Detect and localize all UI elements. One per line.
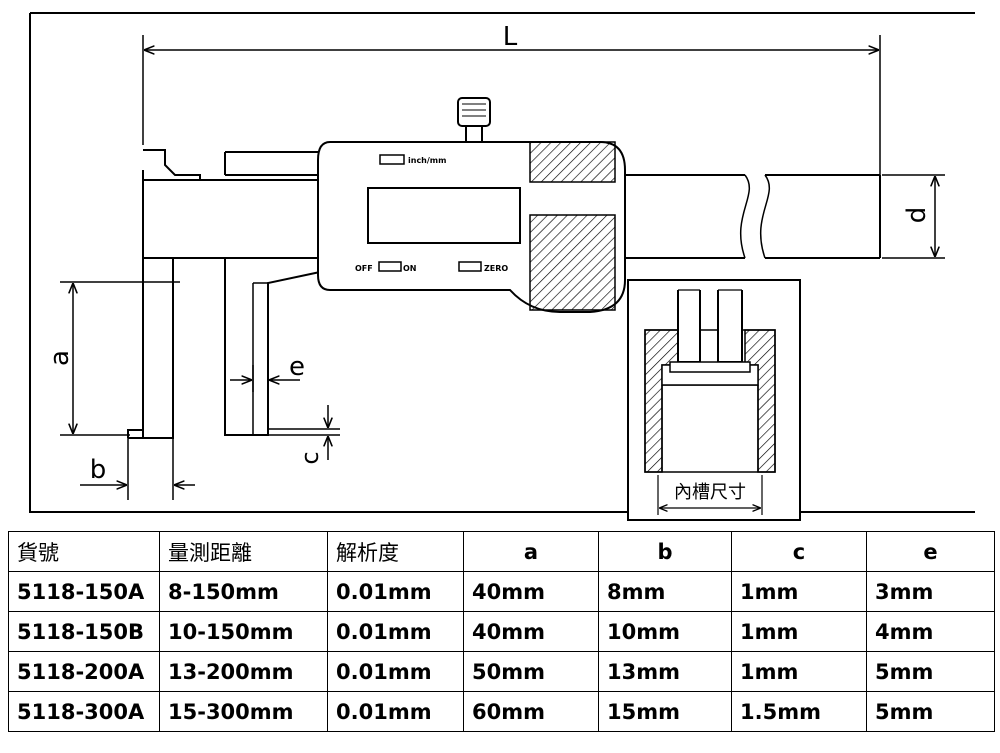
header-e: e: [866, 531, 995, 572]
cell-range: 15-300mm: [159, 691, 328, 732]
header-a: a: [463, 531, 599, 572]
cell-c: 1mm: [731, 651, 867, 692]
label-L: L: [503, 22, 518, 52]
cell-resolution: 0.01mm: [327, 691, 464, 732]
lcd-display: [367, 187, 521, 244]
label-d: d: [902, 207, 932, 224]
spec-table: 貨號 量測距離 解析度 a b c e 5118-150A 8-150mm 0.…: [8, 531, 995, 732]
sliding-jaw: [224, 151, 321, 436]
dimension-L: L: [142, 22, 881, 175]
cell-a: 40mm: [463, 611, 599, 652]
cell-a: 60mm: [463, 691, 599, 732]
cell-e: 5mm: [866, 651, 995, 692]
dimension-a: a: [45, 281, 180, 436]
header-resolution: 解析度: [327, 531, 464, 572]
cell-c: 1mm: [731, 611, 867, 652]
label-c: c: [296, 451, 324, 464]
cell-e: 4mm: [866, 611, 995, 652]
diagram-frame: [29, 12, 975, 513]
label-b: b: [90, 455, 107, 485]
button-zero: ZERO: [484, 264, 508, 273]
caliper-body: inch/mm OFF ON ZERO: [317, 97, 626, 313]
cell-model: 5118-150A: [8, 571, 160, 612]
cell-model: 5118-150B: [8, 611, 160, 652]
inset-caption: 內槽尺寸: [674, 482, 746, 503]
table-row: 5118-150B 10-150mm 0.01mm 40mm 10mm 1mm …: [8, 611, 995, 652]
cell-c: 1.5mm: [731, 691, 867, 732]
label-e: e: [289, 352, 305, 382]
label-a: a: [45, 350, 75, 366]
thumb-wheel: [457, 97, 491, 127]
dimension-d: d: [882, 174, 945, 259]
header-model: 貨號: [8, 531, 160, 572]
button-off: OFF: [355, 264, 373, 273]
table-row: 5118-300A 15-300mm 0.01mm 60mm 15mm 1.5m…: [8, 691, 995, 732]
cell-range: 10-150mm: [159, 611, 328, 652]
table-header-row: 貨號 量測距離 解析度 a b c e: [8, 531, 995, 572]
knurled-grip-top: [529, 141, 616, 183]
fixed-jaw: [128, 149, 201, 439]
caliper-beam: [142, 170, 881, 268]
cell-b: 13mm: [598, 651, 732, 692]
table-row: 5118-150A 8-150mm 0.01mm 40mm 8mm 1mm 3m…: [8, 571, 995, 612]
cell-b: 10mm: [598, 611, 732, 652]
header-range: 量測距離: [159, 531, 328, 572]
cell-range: 13-200mm: [159, 651, 328, 692]
cell-resolution: 0.01mm: [327, 571, 464, 612]
cell-c: 1mm: [731, 571, 867, 612]
dimension-b: b: [80, 438, 195, 500]
cell-e: 3mm: [866, 571, 995, 612]
button-inch-mm: inch/mm: [408, 156, 446, 165]
cell-a: 50mm: [463, 651, 599, 692]
caliper-diagram: L inch/mm OFF ON ZERO: [29, 12, 975, 521]
cell-resolution: 0.01mm: [327, 611, 464, 652]
header-b: b: [598, 531, 732, 572]
cell-resolution: 0.01mm: [327, 651, 464, 692]
header-c: c: [731, 531, 867, 572]
cell-range: 8-150mm: [159, 571, 328, 612]
dimension-e: e: [230, 352, 305, 392]
button-on: ON: [403, 264, 417, 273]
table-row: 5118-200A 13-200mm 0.01mm 50mm 13mm 1mm …: [8, 651, 995, 692]
cell-e: 5mm: [866, 691, 995, 732]
cell-b: 15mm: [598, 691, 732, 732]
cell-model: 5118-200A: [8, 651, 160, 692]
groove-inset: 內槽尺寸: [627, 279, 801, 521]
cell-a: 40mm: [463, 571, 599, 612]
cell-model: 5118-300A: [8, 691, 160, 732]
dimension-c: c: [268, 405, 340, 465]
cell-b: 8mm: [598, 571, 732, 612]
knurled-grip-bottom: [529, 214, 616, 311]
